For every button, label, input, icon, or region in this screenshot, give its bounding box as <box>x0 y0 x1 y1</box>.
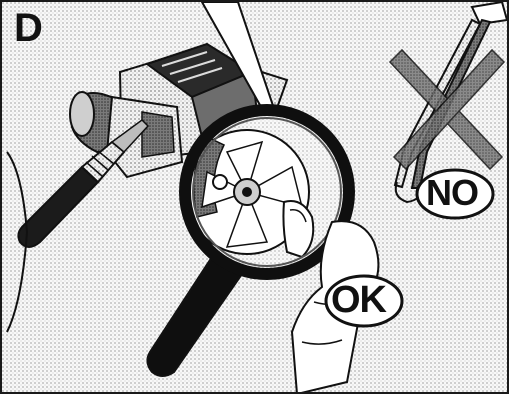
wrong-method-label: NO <box>426 175 478 211</box>
correct-method-label: OK <box>331 281 386 319</box>
step-letter: D <box>14 8 43 48</box>
